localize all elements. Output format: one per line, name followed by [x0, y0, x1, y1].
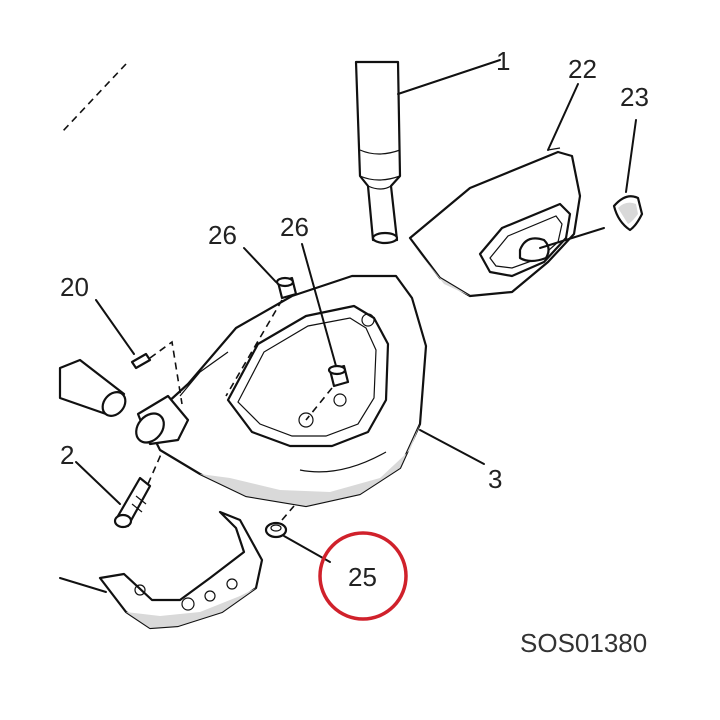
lower-bracket [59, 510, 264, 630]
label-26-right: 26 [280, 212, 309, 242]
part-25-bushing [264, 505, 331, 563]
label-2: 2 [60, 440, 74, 470]
part-3-housing [148, 274, 485, 508]
label-26-left: 26 [208, 220, 237, 250]
label-22: 22 [568, 54, 597, 84]
part-23-emblem [539, 119, 644, 249]
label-3: 3 [488, 464, 502, 494]
dashed-reference-line [61, 63, 127, 133]
label-25: 25 [348, 562, 377, 592]
handlebar-grip-left [58, 358, 190, 446]
part-22-cover [408, 83, 582, 298]
part-2-bolt [75, 451, 163, 529]
part-20-pin [95, 299, 183, 405]
label-1: 1 [496, 46, 510, 76]
part-1-handlebar-tube [354, 59, 501, 245]
drawing-code: SOS01380 [520, 628, 647, 658]
label-23: 23 [620, 82, 649, 112]
label-20: 20 [60, 272, 89, 302]
part-26-screw-left [225, 247, 298, 397]
highlight-circle [318, 531, 408, 621]
part-26-screw-right [301, 243, 350, 421]
